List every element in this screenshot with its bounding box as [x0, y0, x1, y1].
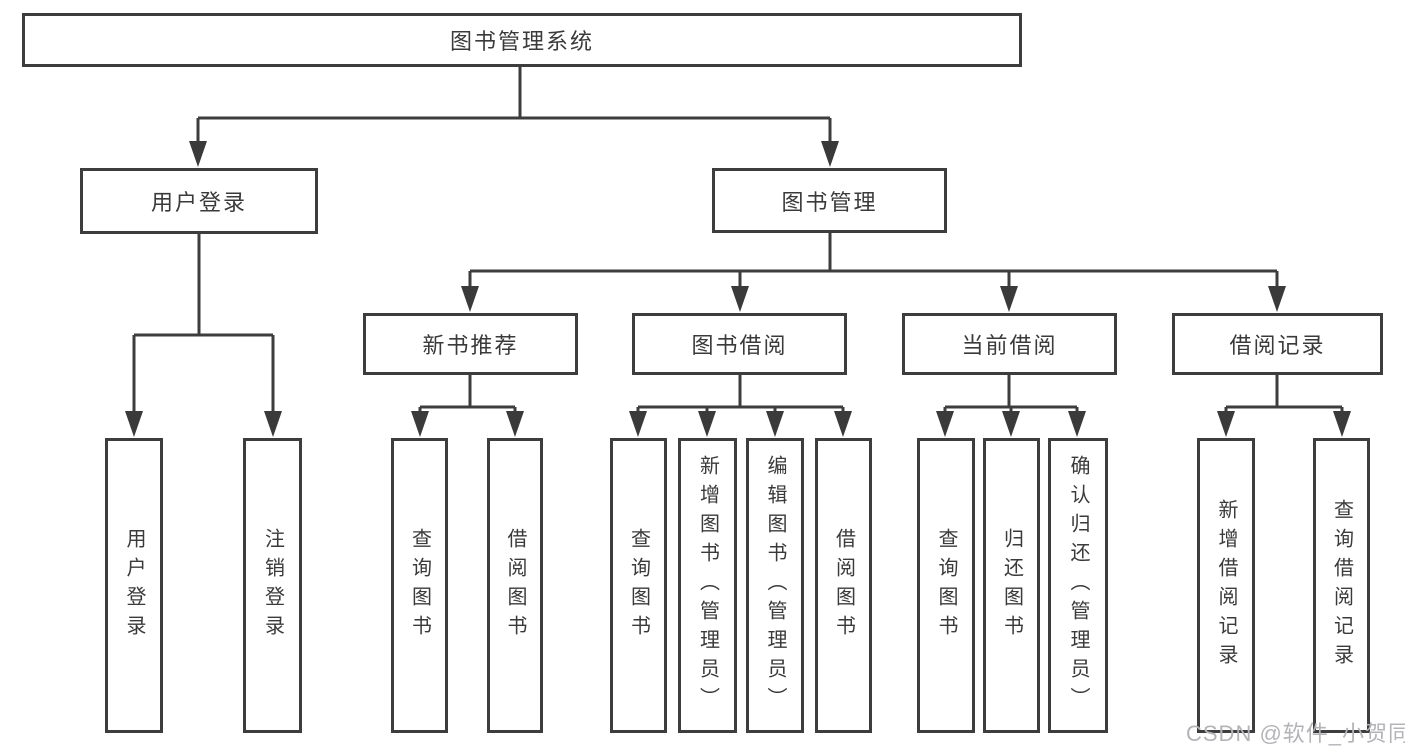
node-library-management-system: 图书管理系统 [22, 13, 1022, 67]
node-book-management: 图书管理 [712, 168, 947, 233]
leaf-return-books: 归还图书 [983, 438, 1040, 733]
leaf-query-borrow-record: 查询借阅记录 [1313, 438, 1370, 733]
node-book-borrowing: 图书借阅 [632, 313, 847, 375]
node-new-book-recommendation: 新书推荐 [363, 313, 578, 375]
leaf-logout: 注销登录 [243, 438, 302, 733]
leaf-user-login: 用户登录 [105, 438, 163, 733]
leaf-borrow-books: 借阅图书 [815, 438, 872, 733]
csdn-watermark: CSDN @软件_小贺同学 [1186, 721, 1405, 746]
node-current-borrowing: 当前借阅 [902, 313, 1117, 375]
leaf-add-borrow-record: 新增借阅记录 [1197, 438, 1255, 733]
leaf-confirm-return-admin: 确认归还（管理员） [1048, 438, 1108, 733]
leaf-add-books-admin: 新增图书（管理员） [678, 438, 737, 733]
node-user-login: 用户登录 [80, 168, 318, 234]
leaf-borrow-books-recommend: 借阅图书 [487, 438, 543, 733]
leaf-query-books-borrowing: 查询图书 [610, 438, 667, 733]
leaf-edit-books-admin: 编辑图书（管理员） [746, 438, 804, 733]
leaf-query-books-current: 查询图书 [917, 438, 975, 733]
leaf-query-books-recommend: 查询图书 [391, 438, 448, 733]
node-borrowing-records: 借阅记录 [1172, 313, 1383, 375]
